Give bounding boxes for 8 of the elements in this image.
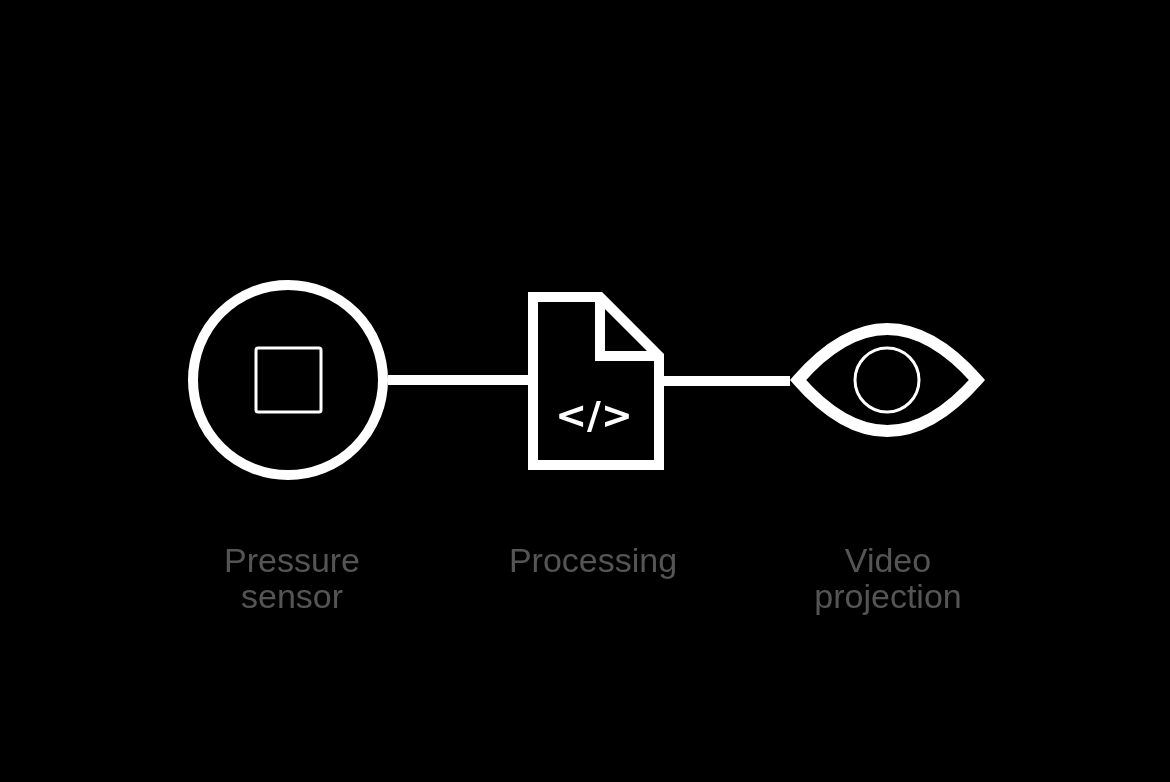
- node-caption: Pressure sensor: [222, 542, 362, 614]
- connector-line: [664, 376, 790, 386]
- code-file-icon: [528, 292, 664, 470]
- sensor-icon: [188, 280, 388, 480]
- code-symbol: </>: [555, 394, 633, 436]
- connector-line: [388, 375, 528, 385]
- node-caption: Processing: [507, 542, 679, 578]
- node-caption: Video projection: [813, 542, 963, 614]
